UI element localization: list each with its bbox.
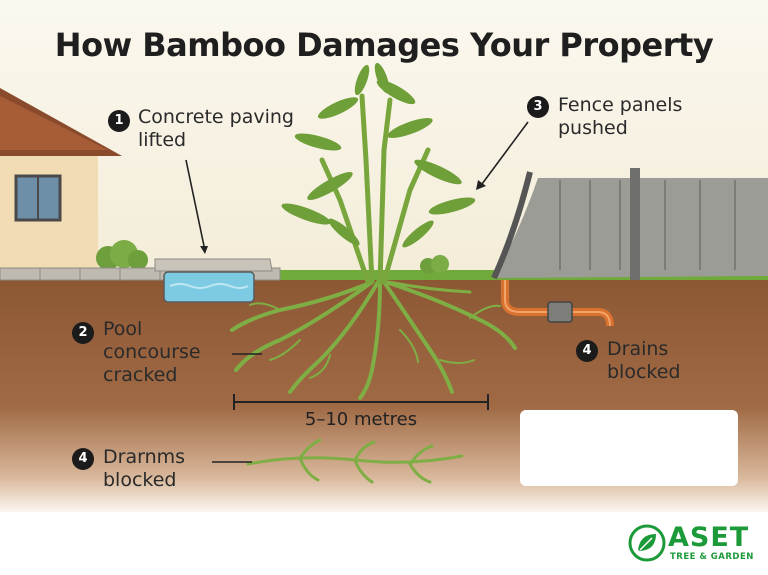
callout-drains-line1: Drains — [607, 338, 669, 360]
callout-pool-line3: cracked — [103, 364, 178, 386]
arrowhead-1 — [200, 246, 208, 254]
callout-paving-line1: Concrete paving — [138, 106, 294, 128]
measure-bar — [233, 394, 489, 410]
callout-pool-line2: concourse — [103, 341, 201, 363]
callout-paving-line2: lifted — [138, 129, 187, 151]
small-bush — [420, 255, 449, 274]
callout-badge-4b: 4 — [72, 448, 94, 470]
brand-logo: ASET TREE & GARDEN — [628, 522, 758, 566]
logo-tagline: TREE & GARDEN — [670, 552, 754, 562]
spread-measurement-label: 5–10 metres — [304, 409, 418, 430]
page-title: How Bamboo Damages Your Property — [54, 26, 714, 64]
callout-paving: Concrete paving lifted — [138, 106, 294, 152]
lower-roots — [246, 438, 464, 484]
fence — [491, 168, 768, 280]
leader-line-1 — [185, 159, 205, 247]
callout-pool-line1: Pool — [103, 318, 143, 340]
callout-drains-lower: Drarnms blocked — [103, 446, 185, 492]
callout-pool: Pool concourse cracked — [103, 318, 201, 387]
callout-badge-1: 1 — [108, 110, 130, 132]
pool — [163, 271, 255, 303]
callout-badge-2: 2 — [72, 322, 94, 344]
callout-fence-line2: pushed — [558, 117, 628, 139]
arrowhead-3 — [476, 180, 486, 190]
house — [0, 88, 122, 272]
callout-drains-lower-line2: blocked — [103, 469, 177, 491]
callout-badge-3: 3 — [527, 96, 549, 118]
leaf-icon — [628, 524, 666, 562]
callout-fence-line1: Fence panels — [558, 94, 683, 116]
callout-drains: Drains blocked — [607, 338, 681, 384]
blank-panel — [520, 410, 738, 486]
leader-line-3 — [481, 121, 529, 185]
callout-drains-lower-line1: Drarnms — [103, 446, 186, 468]
bamboo-plant — [281, 62, 476, 285]
leader-lines — [185, 121, 529, 463]
lifted-paver — [154, 258, 273, 272]
logo-name: ASET — [668, 522, 750, 553]
drain-pipe — [501, 280, 614, 327]
callout-fence: Fence panels pushed — [558, 94, 682, 140]
callout-drains-line2: blocked — [607, 361, 681, 383]
callout-badge-4: 4 — [576, 340, 598, 362]
bamboo-roots — [230, 280, 517, 400]
shrub — [96, 240, 148, 270]
